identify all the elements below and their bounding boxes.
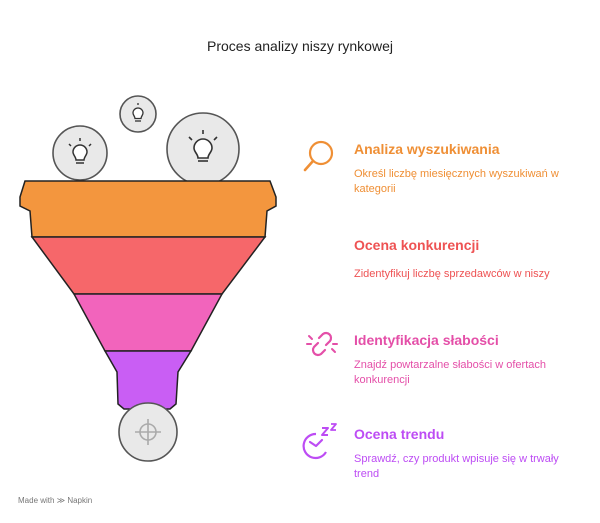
lightbulb-icon (119, 95, 157, 133)
trend-sleep-icon (302, 423, 337, 460)
step-heading: Analiza wyszukiwania (354, 141, 500, 157)
brand-name: Napkin (67, 496, 93, 505)
funnel-layer-1 (19, 180, 277, 238)
step-heading: Ocena trendu (354, 426, 445, 442)
step-heading: Ocena konkurencji (354, 237, 480, 253)
step-heading: Identyfikacja słabości (354, 332, 499, 348)
broken-link-icon (306, 331, 338, 357)
made-with-label: Made with (18, 496, 55, 505)
funnel-layer-4 (103, 350, 193, 410)
funnel-layer-3 (72, 293, 224, 352)
lightbulb-icon (52, 125, 108, 181)
diagram-title: Proces analizy niszy rynkowej (207, 38, 393, 54)
step-description: Zidentyfikuj liczbę sprzedawców w niszy (354, 268, 550, 280)
target-coin-icon (118, 402, 178, 462)
step-description: Znajdź powtarzalne słabości w ofertach k… (354, 359, 546, 386)
footer-credit: Made with ≫ Napkin (18, 496, 92, 505)
napkin-logo-icon: ≫ (56, 496, 66, 505)
step-description: Określ liczbę miesięcznych wyszukiwań w … (354, 168, 559, 195)
funnel-layer-2 (30, 236, 267, 295)
magnifier-icon (303, 140, 334, 172)
funnel-diagram (19, 95, 277, 462)
lightbulb-icon (166, 112, 240, 186)
step-description: Sprawdź, czy produkt wpisuje się w trwał… (354, 453, 559, 480)
